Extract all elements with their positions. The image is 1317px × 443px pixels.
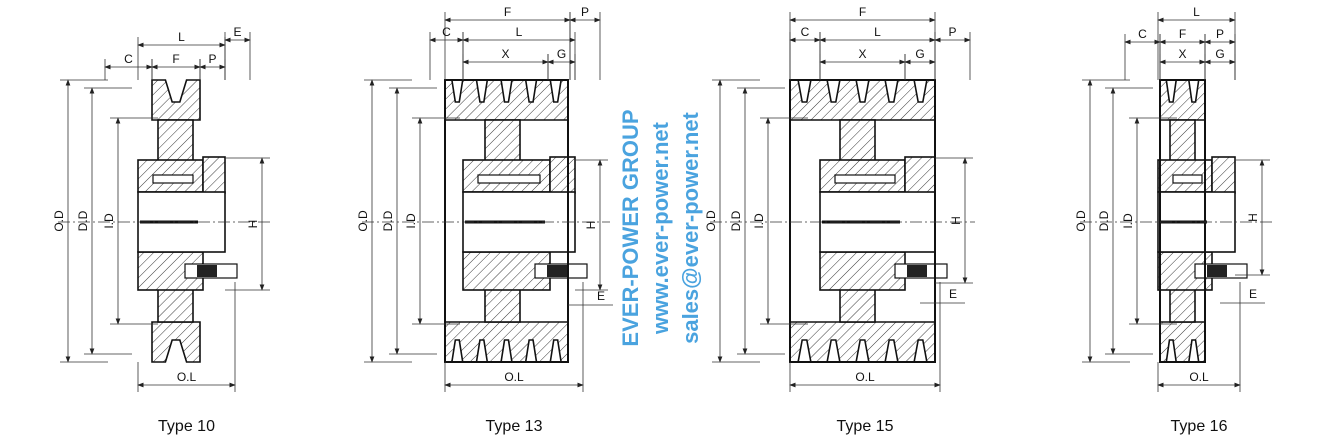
p-width-label: P <box>208 52 216 66</box>
f-width-label: F <box>859 5 866 19</box>
hub-height-label: H <box>584 221 598 230</box>
rim-top <box>151 79 201 121</box>
x-width-label: X <box>858 47 866 61</box>
pulley-type-13: O.D D.D I.D H E O.L F P C LX G Type 13 <box>356 5 613 435</box>
datum-diameter-label: D.D <box>381 210 395 231</box>
p-width-label: P <box>948 25 956 39</box>
c-width-label: C <box>442 25 451 39</box>
overall-length-label: O.L <box>504 370 524 384</box>
x-width-label: X <box>501 47 509 61</box>
overall-length-label: O.L <box>1189 370 1209 384</box>
datum-diameter-label: D.D <box>1097 210 1111 231</box>
x-width-label: X <box>1178 47 1186 61</box>
screw-thread <box>197 265 217 277</box>
outer-diameter-label: O.D <box>52 210 66 232</box>
l-width-label: L <box>874 25 881 39</box>
hub-bottom <box>819 251 906 291</box>
bush-flange <box>904 156 936 194</box>
p-width-label: P <box>581 5 589 19</box>
e-label: E <box>597 289 605 303</box>
figure-caption: Type 13 <box>486 418 543 435</box>
watermark-email: sales@ever-power.net <box>678 111 703 343</box>
screw-thread <box>547 265 567 277</box>
l-width-label: L <box>178 30 185 44</box>
screw-thread <box>907 265 927 277</box>
pulley-type-16: O.D D.D I.D H E O.L L C F P X G Type 16 <box>1074 5 1272 435</box>
key <box>152 174 194 184</box>
watermark-company: EVER-POWER GROUP <box>618 109 643 346</box>
key <box>1172 174 1203 184</box>
outer-diameter-label: O.D <box>1074 210 1088 232</box>
l-width-label: L <box>516 25 523 39</box>
f-width-label: F <box>504 5 511 19</box>
e-label: E <box>949 287 957 301</box>
datum-diameter-label: D.D <box>76 210 90 231</box>
key <box>834 174 896 184</box>
rim-bottom <box>151 321 201 363</box>
inner-diameter-label: I.D <box>404 213 418 229</box>
figure-caption: Type 16 <box>1171 418 1228 435</box>
c-width-label: C <box>801 25 810 39</box>
figure-caption: Type 10 <box>158 418 215 435</box>
datum-diameter-label: D.D <box>729 210 743 231</box>
e-label: E <box>1249 287 1257 301</box>
c-width-label: C <box>124 52 133 66</box>
key <box>477 174 541 184</box>
f-width-label: F <box>172 52 179 66</box>
f-width-label: F <box>1179 27 1186 41</box>
g-width-label: G <box>915 47 924 61</box>
hub-height-label: H <box>1246 213 1260 222</box>
hub-height-label: H <box>246 220 260 229</box>
rim-top <box>1159 79 1206 121</box>
hub-height-label: H <box>949 216 963 225</box>
figure-caption: Type 15 <box>837 418 894 435</box>
outer-diameter-label: O.D <box>356 210 370 232</box>
rim-top <box>444 79 569 121</box>
rim-bottom <box>444 321 569 363</box>
bush-flange <box>202 156 226 194</box>
rim-bottom <box>789 321 936 363</box>
inner-diameter-label: I.D <box>102 213 116 229</box>
p-width-label: P <box>1216 27 1224 41</box>
g-width-label: G <box>1215 47 1224 61</box>
rim-bottom <box>1159 321 1206 363</box>
l-width-label: L <box>1193 5 1200 19</box>
pulley-type-10: O.D D.D I.D H O.L L C F P E Type 10 <box>52 25 272 435</box>
watermark-website: www.ever-power.net <box>648 121 673 335</box>
outer-diameter-label: O.D <box>704 210 718 232</box>
pulley-type-15: O.D D.D I.D H E O.L F C L P X G Type 15 <box>704 5 975 435</box>
e-width-label: E <box>233 25 241 39</box>
bush-flange <box>549 156 576 194</box>
inner-diameter-label: I.D <box>752 213 766 229</box>
overall-length-label: O.L <box>855 370 875 384</box>
screw-thread <box>1207 265 1227 277</box>
g-width-label: G <box>557 47 566 61</box>
rim-top <box>789 79 936 121</box>
bush-flange <box>1211 156 1236 194</box>
c-width-label: C <box>1138 27 1147 41</box>
inner-diameter-label: I.D <box>1121 213 1135 229</box>
overall-length-label: O.L <box>177 370 197 384</box>
